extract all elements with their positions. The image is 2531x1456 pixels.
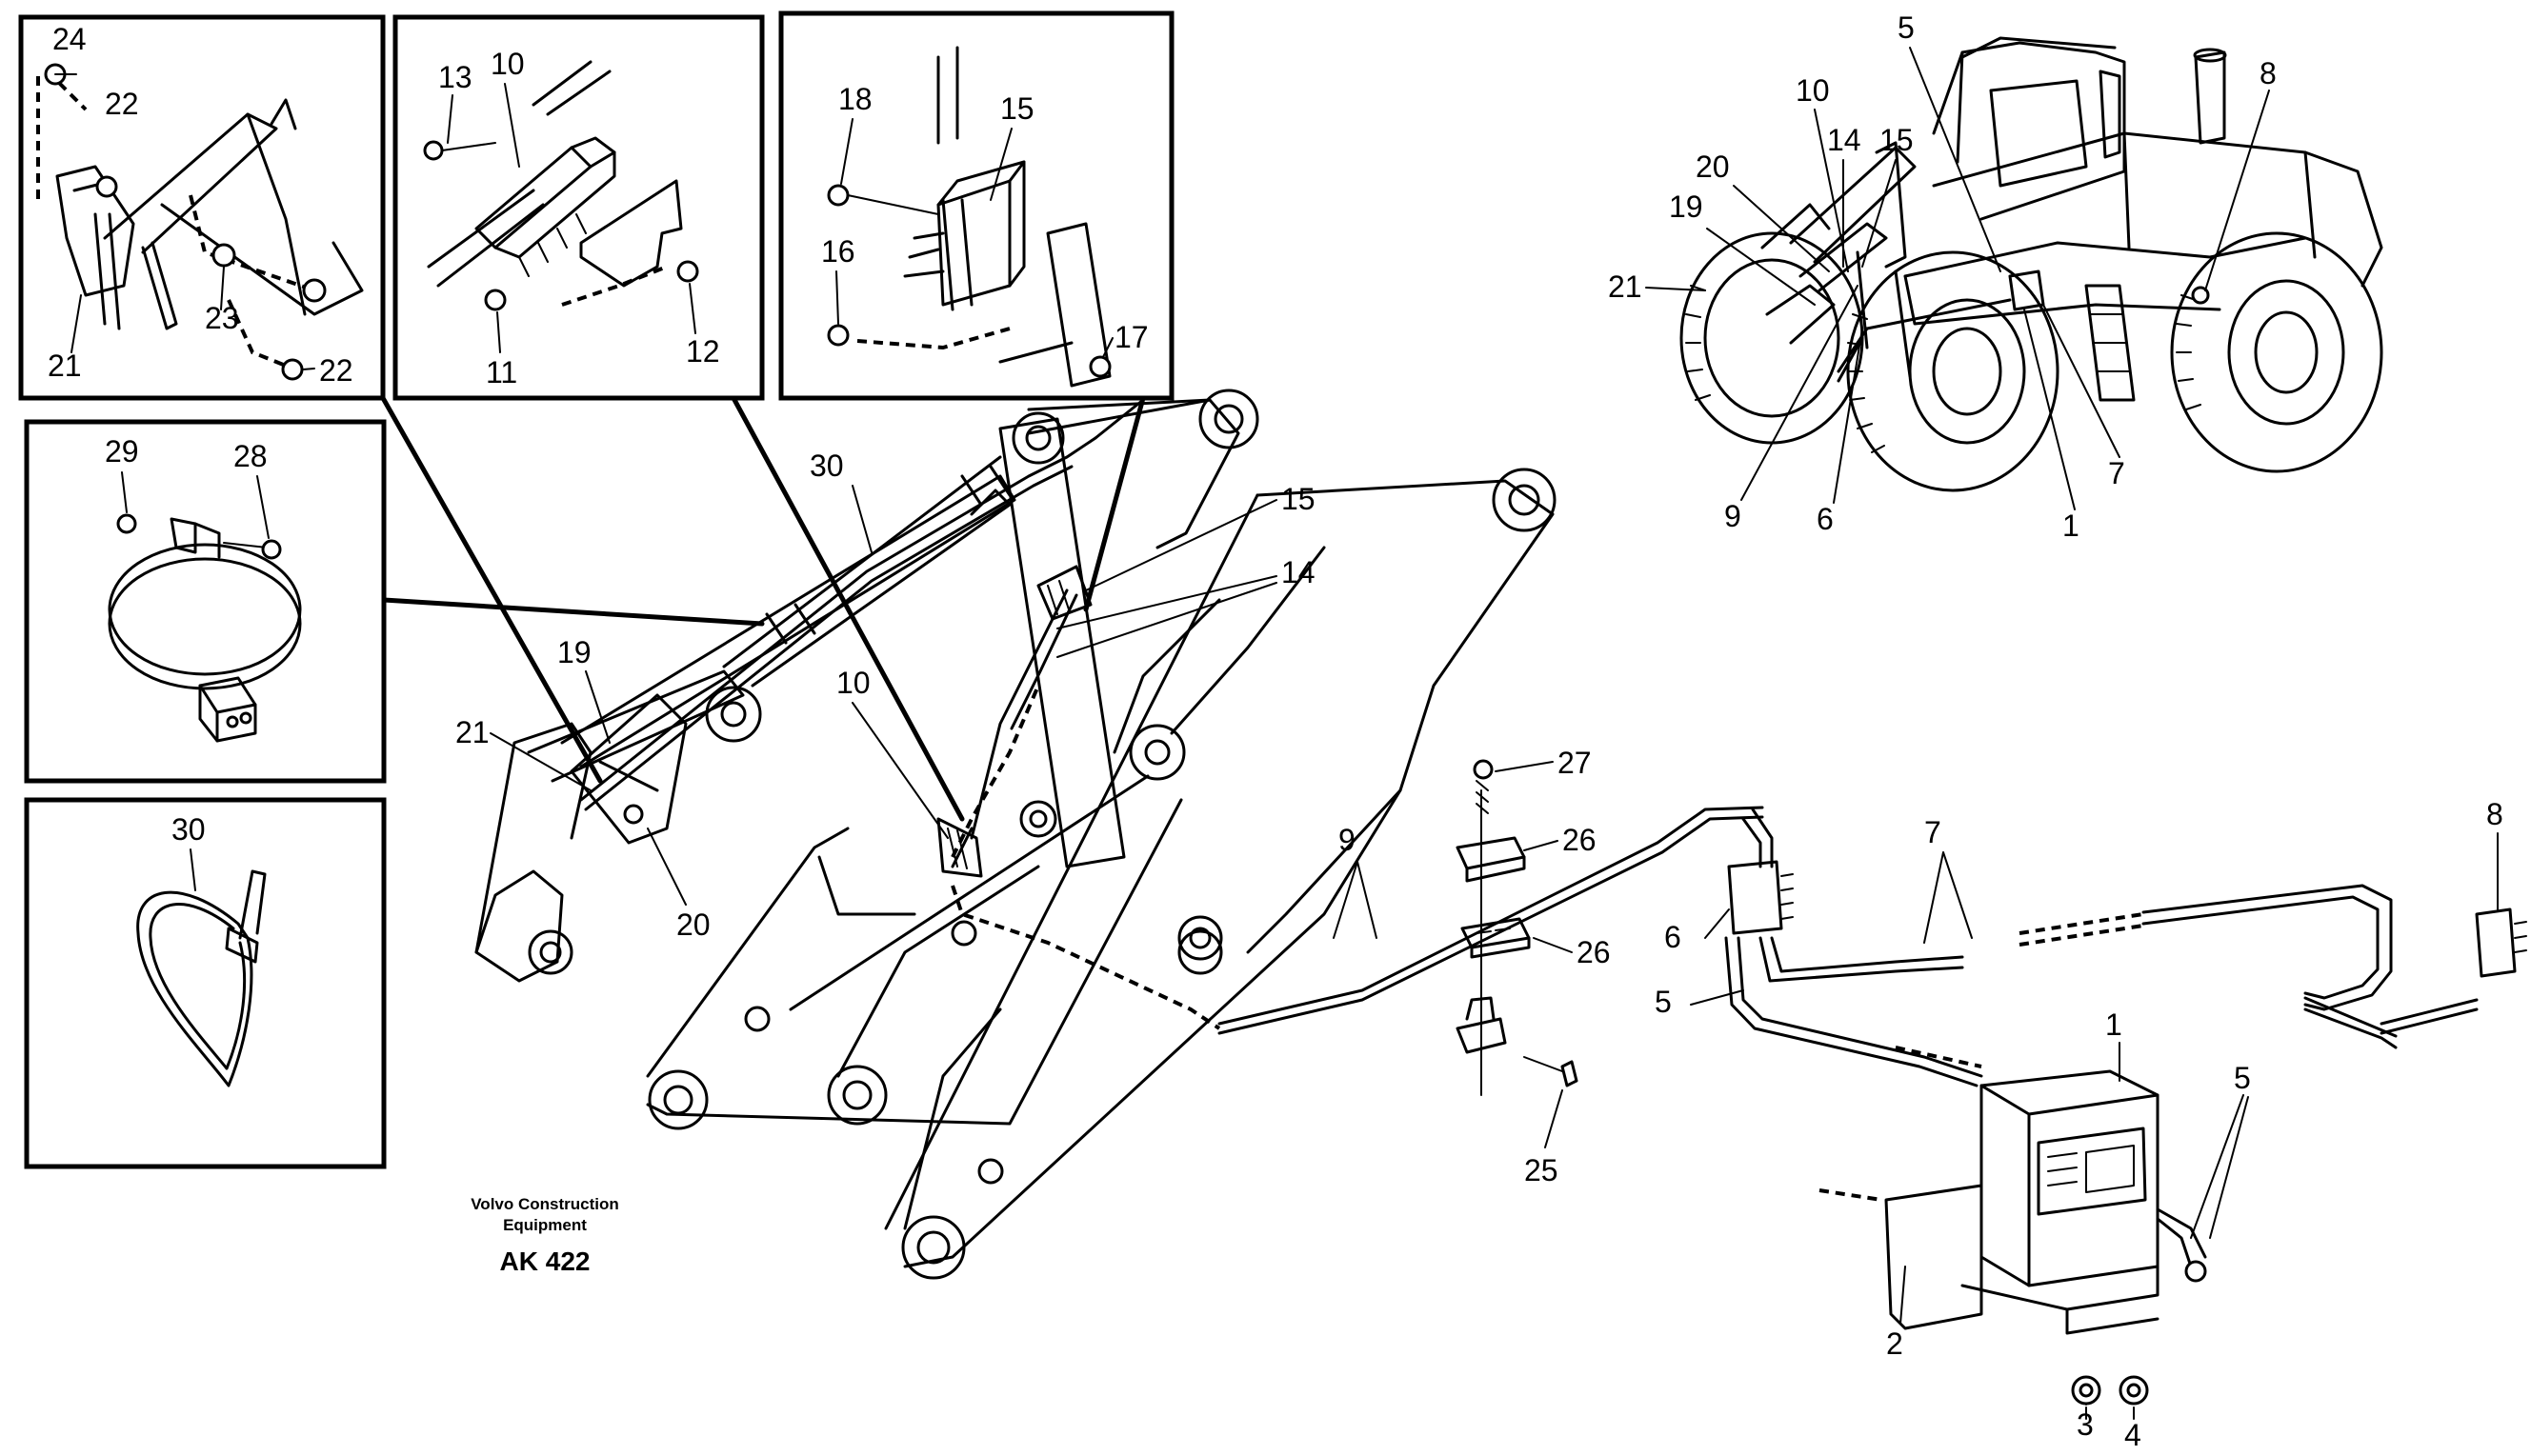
callout-21: 21 xyxy=(1608,269,1642,304)
callout-30: 30 xyxy=(810,449,844,483)
callout-10: 10 xyxy=(1796,73,1830,108)
callout-30: 30 xyxy=(171,812,206,847)
callout-8: 8 xyxy=(2260,56,2277,90)
callout-5: 5 xyxy=(2234,1061,2251,1095)
callout-19: 19 xyxy=(1669,189,1703,224)
loader-arm-drawing xyxy=(474,389,1557,1280)
harness-drawing xyxy=(1217,759,2527,1406)
callout-16: 16 xyxy=(821,234,855,269)
machine-callouts: 5 10 8 20 14 15 19 21 9 6 1 7 xyxy=(1608,10,2277,543)
credit-block: Volvo Construction Equipment AK 422 xyxy=(471,1195,619,1276)
callout-1: 1 xyxy=(2105,1007,2122,1042)
callout-27: 27 xyxy=(1557,746,1592,780)
callout-13: 13 xyxy=(438,60,472,94)
detail-box-2 xyxy=(392,14,765,401)
callout-17: 17 xyxy=(1115,320,1149,354)
callout-5: 5 xyxy=(1898,10,1915,45)
detail-box-5 xyxy=(24,797,387,1169)
box5-cable-tie-drawing xyxy=(136,869,267,1087)
box1-callouts: 24 22 23 22 21 xyxy=(48,22,353,388)
wheel-loader-drawing xyxy=(1679,36,2383,492)
callout-6: 6 xyxy=(1664,920,1681,954)
callout-1: 1 xyxy=(2062,509,2079,543)
credit-line-1: Volvo Construction xyxy=(471,1195,619,1213)
box2-callouts: 13 10 11 12 xyxy=(438,47,720,389)
callout-29: 29 xyxy=(105,434,139,469)
callout-9: 9 xyxy=(1724,499,1741,533)
callout-14: 14 xyxy=(1281,555,1316,589)
callout-21: 21 xyxy=(455,715,490,749)
callout-12: 12 xyxy=(686,334,720,369)
callout-26: 26 xyxy=(1562,823,1597,857)
callout-15: 15 xyxy=(1879,123,1914,157)
callout-2: 2 xyxy=(1886,1326,1903,1361)
callout-28: 28 xyxy=(233,439,268,473)
callout-21: 21 xyxy=(48,349,82,383)
callout-15: 15 xyxy=(1000,91,1034,126)
callout-7: 7 xyxy=(2108,456,2125,490)
credit-line-2: Equipment xyxy=(503,1216,587,1234)
arm-callouts: 30 15 14 19 21 20 10 xyxy=(455,449,1316,942)
callout-10: 10 xyxy=(836,666,871,700)
callout-8: 8 xyxy=(2486,797,2503,831)
callout-4: 4 xyxy=(2124,1418,2141,1452)
callout-26: 26 xyxy=(1577,935,1611,969)
box3-callouts: 18 15 16 17 xyxy=(821,82,1149,358)
callout-25: 25 xyxy=(1524,1153,1558,1187)
callout-5: 5 xyxy=(1655,985,1672,1019)
callout-20: 20 xyxy=(1696,150,1730,184)
callout-18: 18 xyxy=(838,82,873,116)
detail-box-1 xyxy=(18,14,386,401)
drawing-code: AK 422 xyxy=(500,1247,591,1276)
box1-bracket-drawing xyxy=(36,63,364,381)
box3-valve-drawing xyxy=(827,46,1112,388)
callout-22: 22 xyxy=(319,353,353,388)
box5-callouts: 30 xyxy=(171,812,206,891)
harness-callouts: 27 26 26 25 9 6 5 7 8 1 5 2 3 4 xyxy=(1333,746,2503,1452)
box4-callouts: 29 28 xyxy=(105,434,270,539)
callout-3: 3 xyxy=(2077,1407,2094,1442)
callout-6: 6 xyxy=(1817,502,1834,536)
callout-15: 15 xyxy=(1281,482,1316,516)
callout-20: 20 xyxy=(676,908,711,942)
callout-22: 22 xyxy=(105,87,139,121)
callout-14: 14 xyxy=(1827,123,1861,157)
callout-9: 9 xyxy=(1338,823,1356,857)
callout-24: 24 xyxy=(52,22,87,56)
callout-19: 19 xyxy=(557,635,592,669)
box2-switch-drawing xyxy=(423,60,699,311)
box4-clamp-drawing xyxy=(108,513,302,743)
callout-7: 7 xyxy=(1924,815,1941,849)
callout-10: 10 xyxy=(491,47,525,81)
callout-11: 11 xyxy=(486,355,517,389)
detail-box-3 xyxy=(778,10,1175,401)
box-leader-lines xyxy=(380,395,1146,822)
